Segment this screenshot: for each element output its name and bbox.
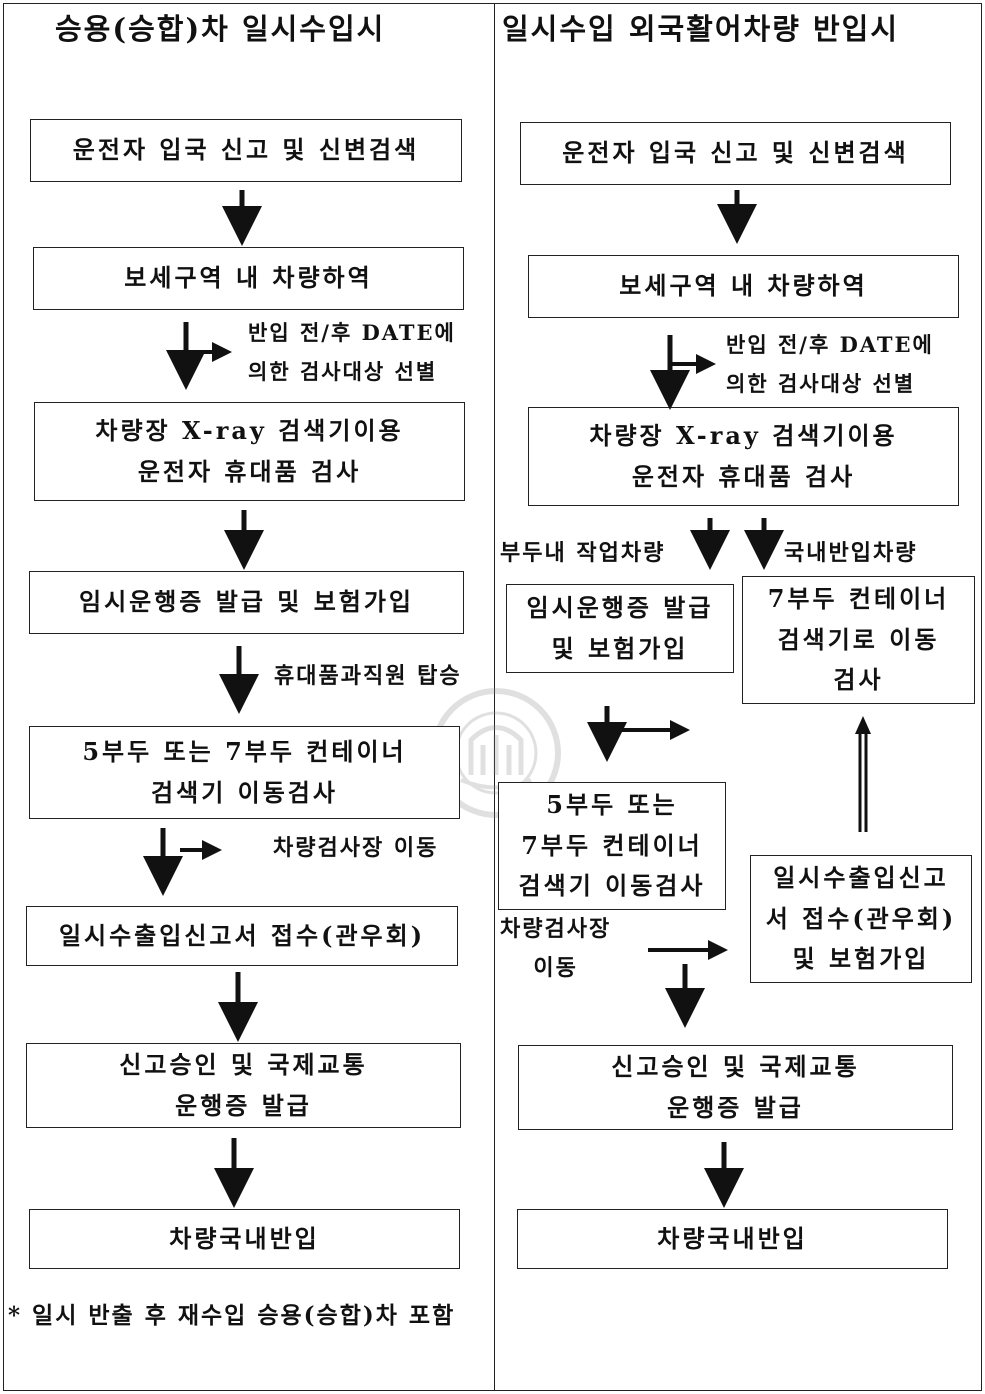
left-note-move: 차량검사장 이동 [273,835,439,861]
left-step-xray: 차량장 X-ray 검색기이용 운전자 휴대품 검사 [34,402,465,501]
left-note-selection: 반입 전/후 DATE에 의한 검사대상 선별 [248,320,456,384]
left-step-entry-report: 운전자 입국 신고 및 신변검색 [30,119,462,182]
left-step-declaration: 일시수출입신고서 접수(관우회) [26,906,458,966]
right-step-domestic-entry: 차량국내반입 [517,1209,948,1269]
right-note-selection: 반입 전/후 DATE에 의한 검사대상 선별 [726,332,934,396]
right-note-domestic-vehicle: 국내반입차량 [784,540,918,566]
right-step-temp-permit: 임시운행증 발급 및 보험가입 [506,584,734,673]
column-divider [494,3,495,1391]
right-step-unloading: 보세구역 내 차량하역 [528,255,959,318]
right-step-approval: 신고승인 및 국제교통 운행증 발급 [518,1045,953,1130]
left-step-container-scan: 5부두 또는 7부두 컨테이너 검색기 이동검사 [29,726,460,819]
left-footnote: * 일시 반출 후 재수입 승용(승합)차 포함 [8,1302,456,1329]
diagram-frame [3,3,982,1391]
left-step-approval: 신고승인 및 국제교통 운행증 발급 [26,1043,461,1128]
right-column-title: 일시수입 외국활어차량 반입시 [502,12,900,46]
left-step-domestic-entry: 차량국내반입 [29,1209,460,1269]
right-note-pier-vehicle: 부두내 작업차량 [500,540,666,566]
right-step-xray: 차량장 X-ray 검색기이용 운전자 휴대품 검사 [528,407,959,506]
right-step-container-scan: 5부두 또는 7부두 컨테이너 검색기 이동검사 [498,782,726,910]
left-column-title: 승용(승합)차 일시수입시 [55,12,386,46]
left-note-escort: 휴대품과직원 탑승 [274,663,462,689]
right-step-declaration: 일시수출입신고 서 접수(관우회) 및 보험가입 [750,855,972,983]
left-step-unloading: 보세구역 내 차량하역 [33,247,464,310]
left-step-temp-permit: 임시운행증 발급 및 보험가입 [29,571,464,634]
right-step-pier7-scan: 7부두 컨테이너 검색기로 이동 검사 [742,576,975,704]
right-step-entry-report: 운전자 입국 신고 및 신변검색 [520,122,951,185]
right-note-move: 차량검사장 이동 [500,916,612,981]
